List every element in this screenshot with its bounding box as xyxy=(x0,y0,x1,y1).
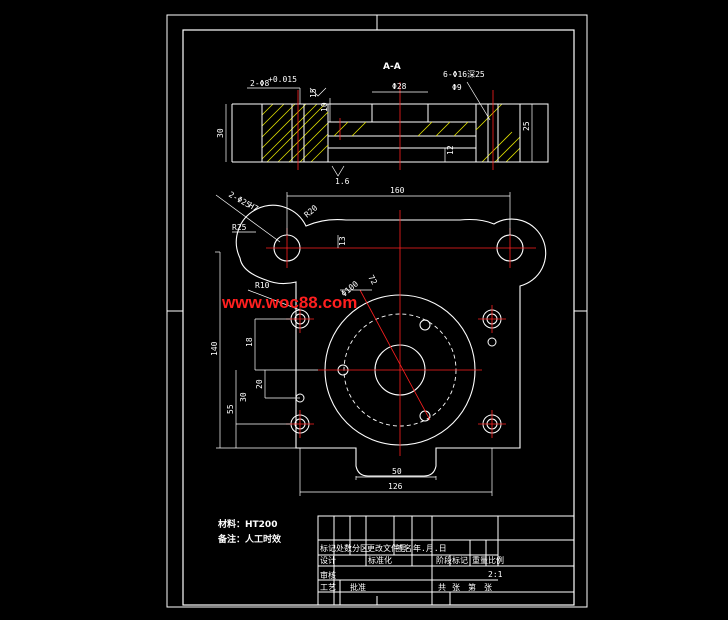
centering-marks xyxy=(167,15,587,605)
tb-r2c5: 比例 xyxy=(488,555,504,565)
bolt-hole-3 xyxy=(419,410,431,422)
tb-r1c6: 年.月.日 xyxy=(413,543,447,553)
dim-v18: 18 xyxy=(245,337,254,347)
section-dimension-lines xyxy=(225,81,533,177)
tb-r2c3: 阶段标记 xyxy=(436,555,468,565)
tb-r2c2: 标准化 xyxy=(368,555,392,565)
tb-r4c6: 张 xyxy=(484,583,492,592)
dim-height-30: 30 xyxy=(216,128,225,138)
dim-small-15: 15 xyxy=(309,88,318,98)
plan-view: 160 R20 2-Φ25 H7 R25 R10 13 Φ100 72 140 … xyxy=(210,186,547,496)
plan-centerlines xyxy=(266,210,536,456)
dim-width-126: 126 xyxy=(388,482,403,491)
dim-mid-12: 12 xyxy=(446,145,455,155)
section-view: A-A xyxy=(216,62,549,186)
dim-r25: R25 xyxy=(232,223,247,232)
dim-r10: R10 xyxy=(255,281,270,290)
dim-arc-r20: R20 xyxy=(303,203,320,219)
bolt-hole-2 xyxy=(419,319,431,331)
plan-outline xyxy=(235,204,547,477)
roughness-a: 1.6 xyxy=(335,177,350,186)
tb-r4c2: 批准 xyxy=(350,582,366,592)
dim-holes-right-sub: Φ9 xyxy=(452,83,462,92)
title-block-texts: 标记 处数 分区 更改文件号 签名 年.月.日 设计 标准化 阶段标记 重量 比… xyxy=(320,543,504,592)
dim-holes-right: 6-Φ16深25 xyxy=(443,70,485,79)
tb-r2c4: 重量 xyxy=(472,555,488,565)
dim-bore-top: Φ28 xyxy=(392,82,407,91)
dim-v20: 20 xyxy=(255,379,264,389)
inner-frame xyxy=(182,29,575,606)
dim-holes-left: 2-Φ8 xyxy=(250,79,269,88)
title-block xyxy=(317,515,575,606)
dim-step-25: 25 xyxy=(522,121,531,131)
dim-v30: 30 xyxy=(239,392,248,402)
tb-scale: 2:1 xyxy=(488,570,503,579)
note-method: 备注：人工时效 xyxy=(217,533,282,545)
plan-dimension-lines xyxy=(215,192,511,496)
plan-dimension-texts: 160 R20 2-Φ25 H7 R25 R10 13 Φ100 72 140 … xyxy=(210,186,405,491)
dim-height-140: 140 xyxy=(210,341,219,356)
section-title: A-A xyxy=(383,62,401,72)
dim-angle: 72 xyxy=(366,274,379,287)
tb-r4c4: 张 xyxy=(452,583,460,592)
tb-r1c5: 签名 xyxy=(396,543,412,553)
tb-r1c4: 更改文件号 xyxy=(367,543,407,553)
tb-r4c1: 工艺 xyxy=(320,583,336,592)
tb-r4c3: 共 xyxy=(438,583,446,592)
tb-r3c1: 审核 xyxy=(320,570,336,580)
tb-r1c1: 标记 xyxy=(320,543,336,553)
corner-holes xyxy=(290,309,502,434)
dim-width-160: 160 xyxy=(390,186,405,195)
dim-holes-left-tol: +0.015 xyxy=(268,75,297,84)
dim-holes-2-tol: H7 xyxy=(247,201,260,214)
dim-slot-50: 50 xyxy=(392,467,402,476)
tb-r4c5: 第 xyxy=(468,582,476,592)
note-material: 材料：HT200 xyxy=(217,518,277,530)
section-outline xyxy=(231,103,549,163)
dim-depth-10: 10 xyxy=(320,102,329,112)
tb-r2c1: 设计 xyxy=(320,555,336,565)
tb-r1c3: 分区 xyxy=(352,544,368,553)
watermark-text: www.woc88.com xyxy=(221,293,357,312)
tb-r1c2: 处数 xyxy=(336,543,352,553)
dim-offset-13: 13 xyxy=(338,236,347,246)
section-hatch xyxy=(261,103,549,163)
section-centerlines xyxy=(297,82,494,170)
dim-v55: 55 xyxy=(226,404,235,414)
